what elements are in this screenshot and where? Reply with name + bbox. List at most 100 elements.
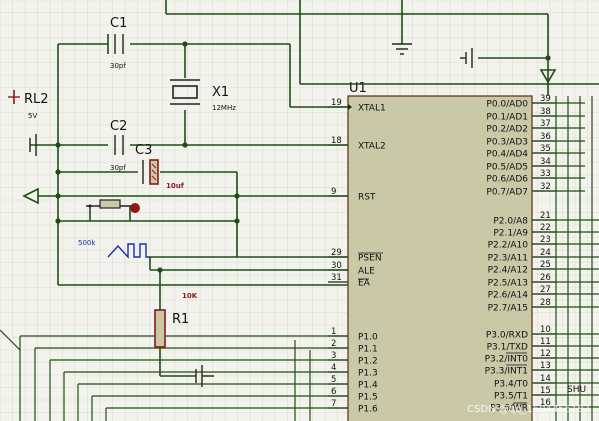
u1-pin-number: 13 <box>540 361 551 371</box>
c2-value-label: 30pf <box>110 164 126 172</box>
u1-pin-number: 12 <box>540 349 551 359</box>
u1-pin-name: P3.6/WR <box>490 404 528 414</box>
u1-pin-number: 26 <box>540 273 551 283</box>
battery-symbol-r1 <box>195 365 214 387</box>
u1-pin-name: P3.2/INT0 <box>485 355 529 365</box>
u1-pin-name: P0.4/AD4 <box>486 150 528 160</box>
u1-pin-name: P1.1 <box>358 345 378 355</box>
u1-pin-name: ALE <box>358 267 375 277</box>
ground-arrow-left <box>22 187 39 205</box>
junction-dots <box>55 41 551 273</box>
source-rl2 <box>8 90 20 104</box>
u1-pin-name: P1.3 <box>358 369 378 379</box>
u1-pin-name: P3.4/T0 <box>494 380 528 390</box>
crystal-x1 <box>170 79 200 105</box>
u1-pin-number: 32 <box>540 182 551 192</box>
u1-pin-name: P2.7/A15 <box>488 304 528 314</box>
u1-pin-name: P1.0 <box>358 333 378 343</box>
u1-pin-name: P0.5/AD5 <box>486 163 528 173</box>
u1-pin-name: P2.0/A8 <box>493 217 528 227</box>
u1-pin-number: 4 <box>331 363 336 373</box>
u1-pin-number: 28 <box>540 298 551 308</box>
u1-pin-number: 27 <box>540 285 551 295</box>
u1-pin-name: P1.6 <box>358 405 378 415</box>
u1-pin-number: 30 <box>331 261 342 271</box>
u1-pin-name: P3.3/INT1 <box>485 367 528 377</box>
rl2-value-label: 5V <box>28 112 37 120</box>
u1-pin-number: 19 <box>331 98 342 108</box>
x1-value-label: 12MHz <box>212 104 236 112</box>
c1-value-label: 30pf <box>110 62 126 70</box>
u1-pin-number: 25 <box>540 260 551 270</box>
u1-pin-name: P0.1/AD1 <box>486 113 528 123</box>
u1-pin-name: P0.3/AD3 <box>486 138 528 148</box>
u1-pin-name: P2.2/A10 <box>488 241 529 251</box>
u1-pin-name: P0.2/AD2 <box>486 125 528 135</box>
x1-ref-label: X1 <box>212 85 229 100</box>
u1-pin-number: 33 <box>540 169 551 179</box>
u1-pin-name: P0.0/AD0 <box>486 100 528 110</box>
c3-value-label: 10uf <box>166 182 185 190</box>
u1-pin-number: 6 <box>331 387 336 397</box>
shu-net-label: SHU <box>567 385 586 395</box>
generator-value-label: 500k <box>78 239 96 247</box>
u1-pin-number: 38 <box>540 107 551 117</box>
u1-pin-number: 11 <box>540 337 551 347</box>
reset-push-button <box>86 199 140 213</box>
capacitor-c3 <box>142 159 159 185</box>
u1-pin-number: 35 <box>540 144 551 154</box>
u1-pin-name: XTAL1 <box>358 104 386 114</box>
c3-ref-label: C3 <box>135 143 152 158</box>
u1-pin-name: P1.2 <box>358 357 378 367</box>
u1-pin-number: 29 <box>331 248 342 258</box>
u1-pin-number: 39 <box>540 94 551 104</box>
u1-pin-name: P3.0/RXD <box>486 331 528 341</box>
u1-pin-name: P2.5/A13 <box>488 279 528 289</box>
r1-value-label: 10K <box>182 292 198 300</box>
u1-pin-name: EA <box>358 279 371 289</box>
u1-pin-name: P2.6/A14 <box>488 291 529 301</box>
u1-pin-name: P0.6/AD6 <box>486 175 528 185</box>
u1-pin-number: 10 <box>540 325 551 335</box>
u1-pin-number: 5 <box>331 375 336 385</box>
u1-pin-number: 1 <box>331 327 336 337</box>
watermark: CSDN @qq_1604456187 <box>467 404 590 415</box>
battery-symbol-top-right <box>460 48 473 68</box>
u1-pin-number: 15 <box>540 386 551 396</box>
u1-pin-number: 37 <box>540 119 551 129</box>
capacitor-c2 <box>114 135 124 155</box>
u1-pin-name: P3.5/T1 <box>494 392 528 402</box>
u1-pin-name: P0.7/AD7 <box>486 188 528 198</box>
u1-pin-number: 14 <box>540 374 551 384</box>
ground-symbol-top <box>392 43 412 55</box>
c1-ref-label: C1 <box>110 16 127 31</box>
u1-chip-body <box>347 95 533 421</box>
ground-arrow-down-right <box>539 69 557 84</box>
u1-pin-name: P2.3/A11 <box>488 254 528 264</box>
c2-ref-label: C2 <box>110 119 127 134</box>
resistor-r1 <box>154 309 166 348</box>
u1-pin-number: 23 <box>540 235 551 245</box>
u1-pin-number: 21 <box>540 211 551 221</box>
capacitor-c1 <box>114 34 124 54</box>
u1-pin-number: 34 <box>540 157 551 167</box>
u1-pin-number: 3 <box>331 351 336 361</box>
u1-pin-number: 36 <box>540 132 551 142</box>
u1-pin-name: P2.4/A12 <box>488 266 528 276</box>
u1-pin-number: 2 <box>331 339 336 349</box>
u1-pin-number: 9 <box>331 187 336 197</box>
pulse-generator <box>107 243 150 259</box>
u1-pin-name: P1.4 <box>358 381 378 391</box>
u1-pin-name: P3.1/TXD <box>487 343 528 353</box>
u1-pin-number: 16 <box>540 398 551 408</box>
u1-pin-number: 22 <box>540 223 551 233</box>
battery-symbol-left <box>29 134 37 156</box>
u1-pin-name: XTAL2 <box>358 142 386 152</box>
u1-pin-name: P2.1/A9 <box>493 229 528 239</box>
r1-ref-label: R1 <box>172 312 189 327</box>
u1-pin-name: PSEN <box>358 254 382 264</box>
